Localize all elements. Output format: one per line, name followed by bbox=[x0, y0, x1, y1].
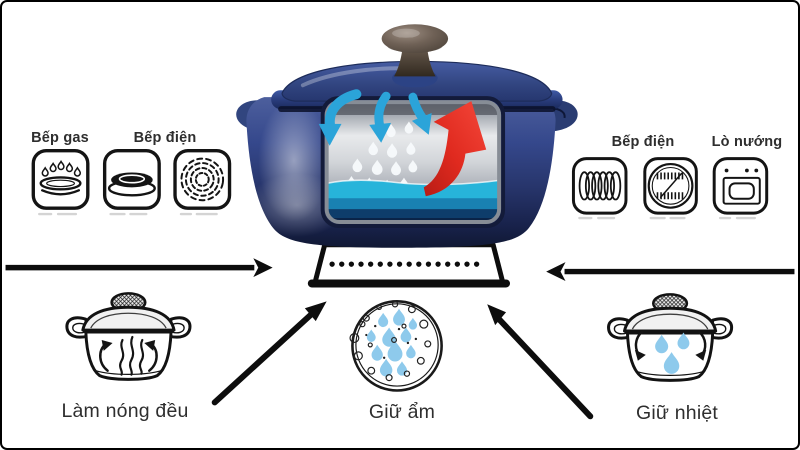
retained-heat-marks bbox=[634, 330, 707, 374]
flow-arrows bbox=[5, 258, 795, 420]
rising-heat-arrow-icon bbox=[423, 101, 487, 197]
bubble-dots bbox=[365, 324, 418, 359]
left-diagonal-arrow bbox=[211, 301, 327, 406]
trivet-stand bbox=[307, 242, 511, 288]
label-giu-nhiet: Giữ nhiệt bbox=[635, 402, 719, 424]
heat-wave-marks bbox=[99, 335, 158, 376]
halogen-element-icon bbox=[643, 157, 698, 220]
heating-coil-icon bbox=[571, 157, 628, 220]
right-horizontal-arrow bbox=[546, 262, 795, 281]
heat-sources-right-icons bbox=[571, 157, 769, 220]
pot-heat-retention-icon bbox=[607, 292, 734, 382]
heat-sources-left-icons bbox=[31, 148, 232, 216]
bubbles bbox=[349, 301, 432, 382]
label-lo-nuong: Lò nướng bbox=[711, 134, 783, 150]
label-bep-gas: Bếp gas bbox=[31, 130, 89, 146]
simmering-liquid bbox=[326, 179, 500, 223]
dutch-oven-cutaway bbox=[236, 24, 578, 248]
pot-knob bbox=[381, 24, 449, 88]
left-horizontal-arrow bbox=[5, 258, 273, 278]
oven-icon bbox=[712, 157, 769, 220]
label-bep-dien-right: Bếp điện bbox=[611, 134, 675, 150]
radiant-rings-icon bbox=[173, 148, 232, 216]
steam-circulation-arrows-icon bbox=[318, 89, 432, 146]
label-bep-dien-left: Bếp điện bbox=[133, 130, 197, 146]
moisture-bubbles-icon bbox=[349, 300, 443, 392]
gas-burner-icon bbox=[31, 148, 90, 216]
label-lam-nong-deu: Làm nóng đều bbox=[61, 400, 189, 422]
right-diagonal-arrow bbox=[487, 304, 594, 420]
label-giu-am: Giữ ẩm bbox=[368, 401, 436, 423]
electric-hotplate-icon bbox=[102, 148, 161, 216]
pot-even-heating-icon bbox=[65, 291, 192, 381]
